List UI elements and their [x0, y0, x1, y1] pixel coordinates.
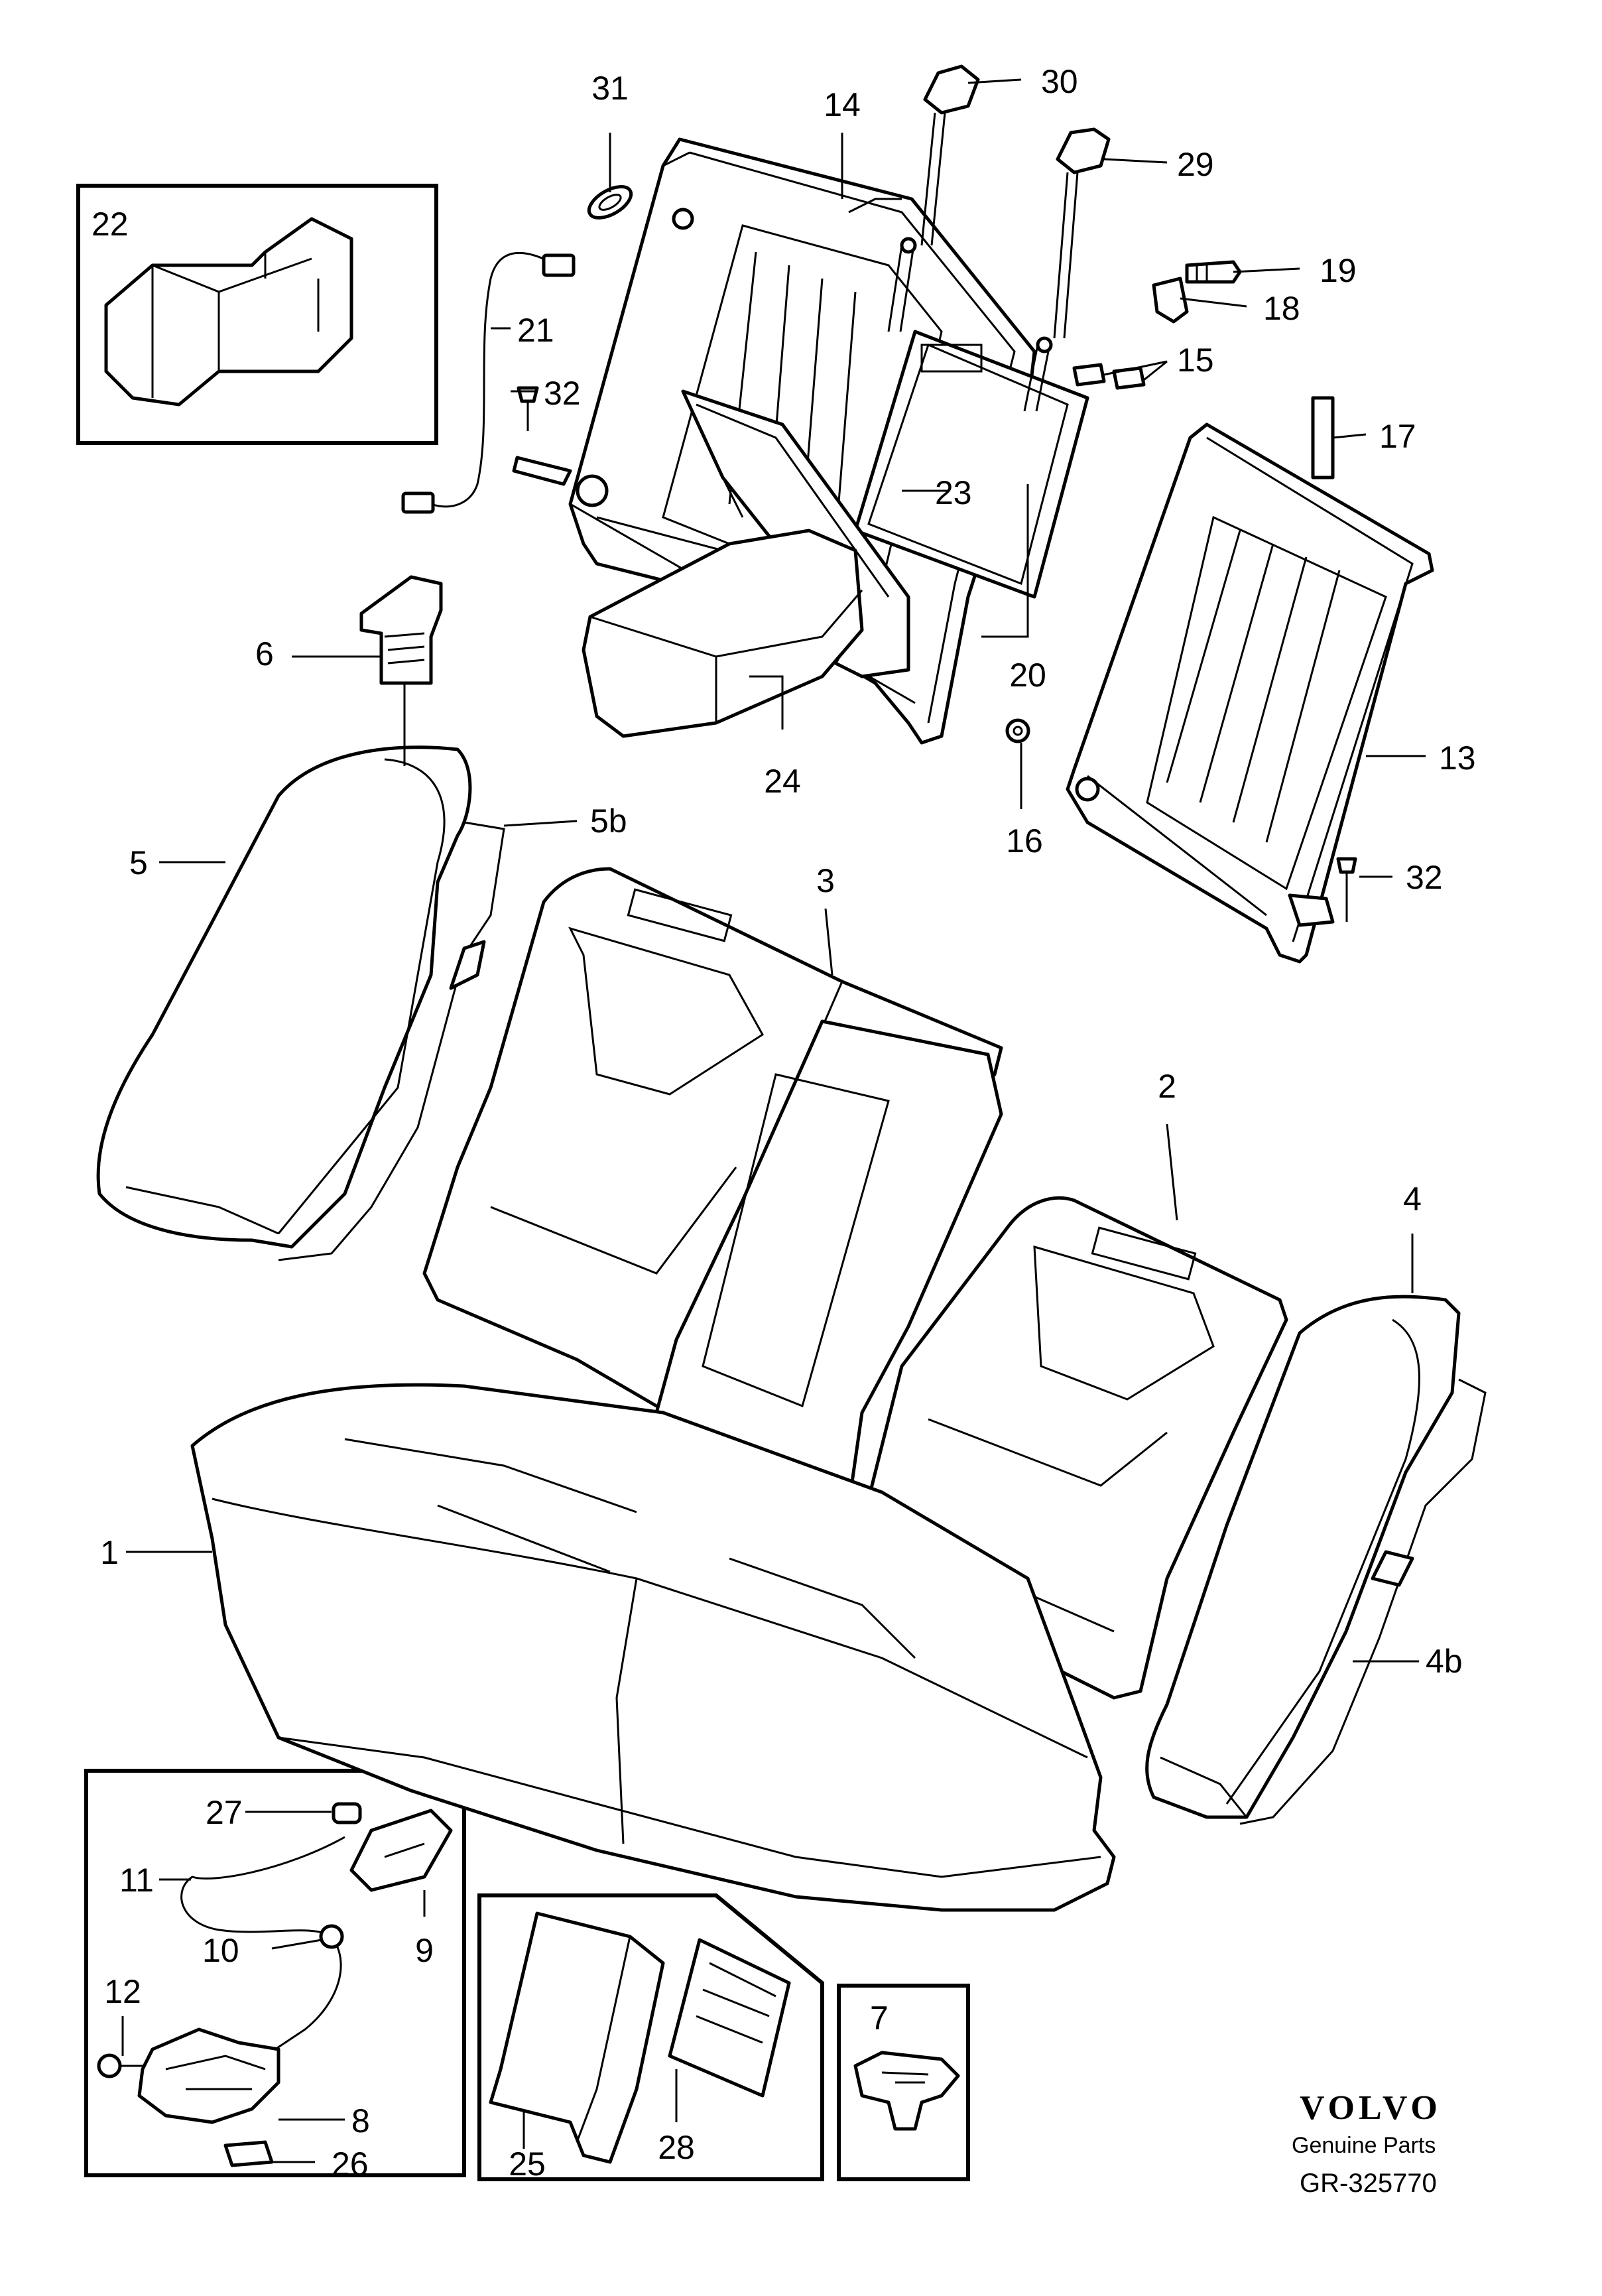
part-11-cable [180, 1836, 345, 2071]
callout-19: 19 [1320, 252, 1357, 289]
callout-25: 25 [509, 2145, 546, 2183]
inset-box-8-12 [84, 1769, 466, 2177]
callout-2: 2 [1158, 1068, 1176, 1105]
callout-4: 4 [1403, 1180, 1422, 1218]
callout-4b: 4b [1426, 1643, 1463, 1680]
part-19-screw [1185, 260, 1242, 284]
brand-tagline: Genuine Parts [1292, 2133, 1436, 2158]
callout-31: 31 [591, 70, 629, 107]
callout-21: 21 [517, 312, 554, 349]
part-26-clip [223, 2140, 274, 2167]
callout-3: 3 [816, 862, 835, 899]
part-13-backrest-frame-right [1066, 422, 1434, 964]
part-5b-side-trim-left [278, 821, 505, 1261]
part-6-cover-plug [359, 575, 443, 685]
callout-11: 11 [119, 1862, 154, 1899]
part-12-screw [97, 2053, 146, 2078]
part-32-bolt-lower [1336, 857, 1357, 922]
callout-13: 13 [1439, 739, 1476, 777]
callout-18: 18 [1263, 290, 1300, 327]
callout-6: 6 [255, 635, 274, 672]
callout-7: 7 [870, 2000, 889, 2037]
callout-9: 9 [415, 1932, 434, 1969]
part-21-wire-harness [401, 251, 576, 514]
part-5-side-bolster-left [96, 745, 472, 1249]
callout-14: 14 [824, 86, 861, 123]
inset-box-22 [76, 184, 438, 445]
part-24-armrest [582, 529, 864, 738]
diagram-code: GR-325770 [1300, 2169, 1437, 2198]
part-15-clips [1072, 363, 1146, 390]
part-16-nut [1005, 718, 1030, 743]
part-3-backrest-left [422, 867, 1003, 1415]
callout-27: 27 [206, 1794, 243, 1831]
part-25-cover [489, 1911, 665, 2164]
callout-32-lower: 32 [1406, 859, 1443, 896]
leader-lines [121, 78, 1426, 2163]
callout-23: 23 [935, 474, 972, 511]
part-22-connector [104, 217, 353, 407]
part-29-headrest-guide [1023, 127, 1111, 412]
part-7-grommet [853, 2051, 960, 2131]
part-8-latch [137, 2027, 280, 2124]
callout-15: 15 [1177, 342, 1214, 379]
part-31-grommet [587, 185, 633, 220]
part-4-side-bolster-right [1145, 1295, 1461, 1819]
part-20-center-frame [853, 330, 1089, 599]
callout-28: 28 [658, 2129, 695, 2166]
callout-16: 16 [1006, 822, 1043, 860]
part-17-bracket [1311, 396, 1335, 479]
callout-32-upper: 32 [544, 375, 581, 412]
brand-block: VOLVO Genuine Parts GR-325770 [1292, 2089, 1442, 2198]
volvo-logo: VOLVO [1300, 2089, 1442, 2127]
part-10-cable-clip [319, 1924, 344, 1949]
callout-5b: 5b [590, 802, 627, 840]
part-30-headrest-guide [887, 64, 980, 332]
callout-labels: 31 14 30 29 22 19 18 21 15 32 17 23 6 20… [92, 63, 1476, 2183]
callout-17: 17 [1379, 418, 1416, 455]
callout-1: 1 [100, 1534, 119, 1571]
inset-box-7 [837, 1984, 970, 2181]
callout-30: 30 [1041, 63, 1078, 100]
callout-12: 12 [104, 1973, 141, 2010]
callout-20: 20 [1009, 657, 1046, 694]
callout-29: 29 [1177, 146, 1214, 183]
callout-24: 24 [764, 763, 801, 800]
callout-22: 22 [92, 206, 129, 243]
inset-box-25-28 [477, 1893, 824, 2181]
part-27-cap [332, 1802, 362, 1824]
callout-5: 5 [129, 844, 148, 881]
part-9-release-handle [349, 1809, 453, 1892]
part-18-clip [1152, 277, 1189, 324]
callout-26: 26 [332, 2145, 369, 2183]
callout-10: 10 [202, 1932, 239, 1969]
part-1-seat-cushion [190, 1383, 1116, 1912]
part-28-cover-insert [668, 1938, 791, 2098]
callout-8: 8 [351, 2102, 370, 2139]
